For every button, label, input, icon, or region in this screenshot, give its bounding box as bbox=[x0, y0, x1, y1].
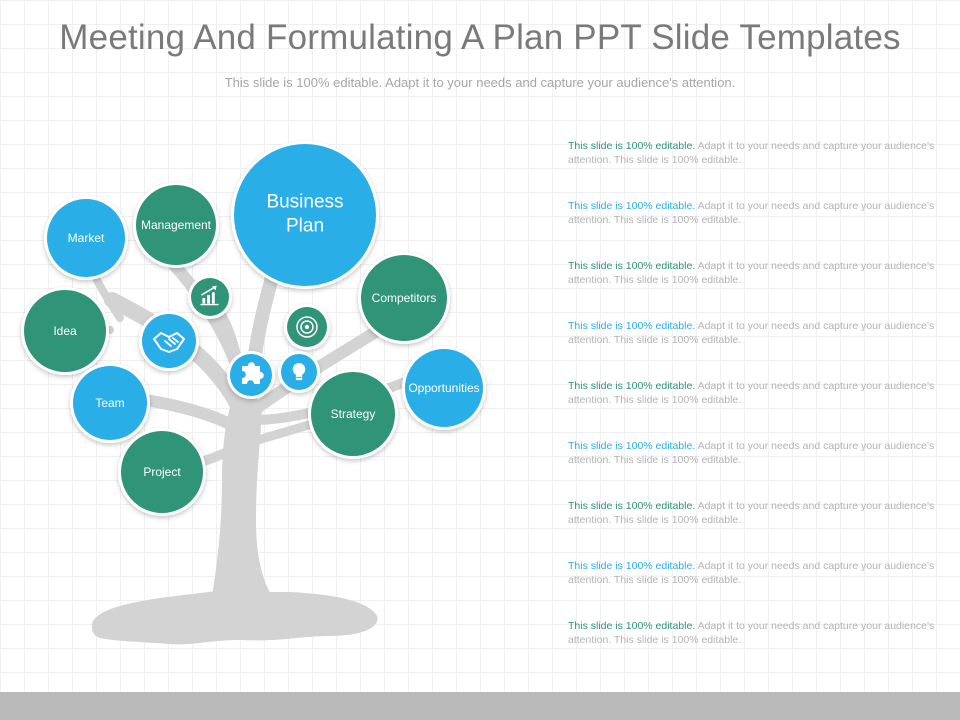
description-lead: This slide is 100% editable. bbox=[568, 620, 696, 632]
node-project: Project bbox=[118, 428, 206, 516]
bar-chart-icon bbox=[188, 275, 232, 319]
target-icon bbox=[284, 304, 330, 350]
description-body: Adapt it to your needs and capture your … bbox=[568, 320, 935, 346]
description-lead: This slide is 100% editable. bbox=[568, 200, 696, 212]
description-body: Adapt it to your needs and capture your … bbox=[568, 440, 935, 466]
node-label: Plan bbox=[286, 216, 324, 237]
node-circle bbox=[361, 255, 447, 341]
node-circle bbox=[234, 144, 376, 286]
node-label: Management bbox=[141, 218, 212, 232]
description-lead: This slide is 100% editable. bbox=[568, 560, 696, 572]
node-circle bbox=[121, 431, 203, 513]
slide-title: Meeting And Formulating A Plan PPT Slide… bbox=[59, 18, 901, 57]
description-item: This slide is 100% editable. Adapt it to… bbox=[568, 559, 936, 587]
node-management: Management bbox=[133, 182, 219, 268]
node-label: Idea bbox=[53, 324, 77, 338]
footer-bar bbox=[0, 692, 960, 720]
node-competitors: Competitors bbox=[358, 252, 450, 344]
slide-subtitle: This slide is 100% editable. Adapt it to… bbox=[224, 75, 736, 90]
icon-circles bbox=[139, 275, 330, 399]
node-label: Strategy bbox=[331, 407, 376, 421]
node-opportunities: Opportunities bbox=[402, 346, 486, 430]
description-item: This slide is 100% editable. Adapt it to… bbox=[568, 499, 936, 527]
description-lead: This slide is 100% editable. bbox=[568, 500, 696, 512]
description-body: Adapt it to your needs and capture your … bbox=[568, 500, 935, 526]
description-body: Adapt it to your needs and capture your … bbox=[568, 140, 935, 166]
node-label: Competitors bbox=[372, 291, 437, 305]
node-circle bbox=[311, 372, 395, 456]
tree-ground bbox=[91, 590, 378, 645]
description-lead: This slide is 100% editable. bbox=[568, 140, 696, 152]
node-team: Team bbox=[70, 363, 150, 443]
description-body: Adapt it to your needs and capture your … bbox=[568, 380, 935, 406]
description-body: Adapt it to your needs and capture your … bbox=[568, 200, 935, 226]
handshake-icon bbox=[139, 311, 199, 371]
node-market: Market bbox=[44, 196, 128, 280]
description-item: This slide is 100% editable. Adapt it to… bbox=[568, 319, 936, 347]
node-strategy: Strategy bbox=[308, 369, 398, 459]
description-body: Adapt it to your needs and capture your … bbox=[568, 620, 935, 646]
description-item: This slide is 100% editable. Adapt it to… bbox=[568, 139, 936, 167]
description-item: This slide is 100% editable. Adapt it to… bbox=[568, 619, 936, 647]
description-lead: This slide is 100% editable. bbox=[568, 440, 696, 452]
description-item: This slide is 100% editable. Adapt it to… bbox=[568, 199, 936, 227]
node-idea: Idea bbox=[21, 287, 109, 375]
description-item: This slide is 100% editable. Adapt it to… bbox=[568, 379, 936, 407]
node-label: Team bbox=[95, 396, 124, 410]
node-circle bbox=[24, 290, 106, 372]
node-label: Project bbox=[143, 465, 181, 479]
node-circle bbox=[136, 185, 216, 265]
lightbulb-icon bbox=[278, 351, 320, 393]
node-label: Market bbox=[68, 231, 105, 245]
puzzle-icon bbox=[227, 351, 275, 399]
description-item: This slide is 100% editable. Adapt it to… bbox=[568, 439, 936, 467]
node-label: Business bbox=[266, 192, 343, 213]
node-circle bbox=[47, 199, 125, 277]
description-body: Adapt it to your needs and capture your … bbox=[568, 260, 935, 286]
node-circle bbox=[73, 366, 147, 440]
description-lead: This slide is 100% editable. bbox=[568, 320, 696, 332]
description-lead: This slide is 100% editable. bbox=[568, 260, 696, 272]
node-label: Opportunities bbox=[408, 381, 479, 395]
description-lead: This slide is 100% editable. bbox=[568, 380, 696, 392]
description-item: This slide is 100% editable. Adapt it to… bbox=[568, 259, 936, 287]
description-body: Adapt it to your needs and capture your … bbox=[568, 560, 935, 586]
node-circle bbox=[405, 349, 483, 427]
